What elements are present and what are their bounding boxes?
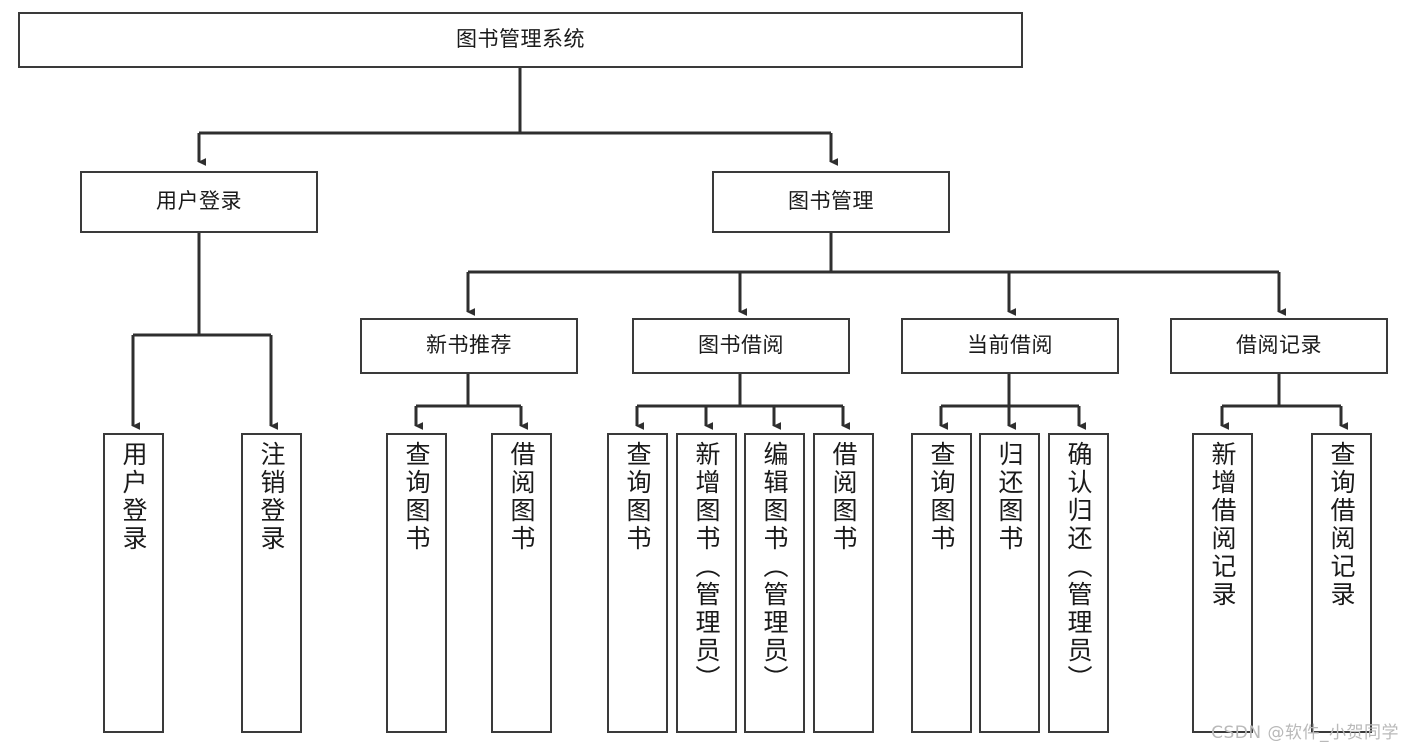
node-borrow-record[interactable]: 借阅记录 <box>1170 318 1388 374</box>
leaf-book-borrow-borrow[interactable]: 借阅图书 <box>813 433 874 733</box>
leaf-new-book-query[interactable]: 查询图书 <box>386 433 447 733</box>
leaf-label: 注销登录 <box>257 441 286 553</box>
leaf-label: 新增借阅记录 <box>1208 441 1237 609</box>
leaf-label: 借阅图书 <box>507 441 536 553</box>
csdn-watermark: CSDN @软件_小贺同学 <box>1211 723 1399 743</box>
leaf-current-borrow-confirm[interactable]: 确认归还（管理员） <box>1048 433 1109 733</box>
node-current-borrow-label: 当前借阅 <box>967 333 1053 358</box>
node-new-book-recommend-label: 新书推荐 <box>426 333 512 358</box>
node-book-borrow-label: 图书借阅 <box>698 333 784 358</box>
leaf-book-borrow-add[interactable]: 新增图书（管理员） <box>676 433 737 733</box>
leaf-label: 查询图书 <box>402 441 431 553</box>
leaf-label: 借阅图书 <box>829 441 858 553</box>
node-borrow-record-label: 借阅记录 <box>1236 333 1322 358</box>
node-book-management-label: 图书管理 <box>788 189 874 214</box>
leaf-borrow-record-query[interactable]: 查询借阅记录 <box>1311 433 1372 733</box>
leaf-label: 查询借阅记录 <box>1327 441 1356 609</box>
leaf-user-login-login[interactable]: 用户登录 <box>103 433 164 733</box>
node-book-borrow[interactable]: 图书借阅 <box>632 318 850 374</box>
node-user-login-label: 用户登录 <box>156 189 242 214</box>
leaf-borrow-record-add[interactable]: 新增借阅记录 <box>1192 433 1253 733</box>
leaf-label: 查询图书 <box>623 441 652 553</box>
node-current-borrow[interactable]: 当前借阅 <box>901 318 1119 374</box>
leaf-label: 查询图书 <box>927 441 956 553</box>
node-root[interactable]: 图书管理系统 <box>18 12 1023 68</box>
leaf-label: 确认归还（管理员） <box>1064 441 1093 693</box>
leaf-book-borrow-query[interactable]: 查询图书 <box>607 433 668 733</box>
node-new-book-recommend[interactable]: 新书推荐 <box>360 318 578 374</box>
leaf-label: 归还图书 <box>995 441 1024 553</box>
leaf-current-borrow-return[interactable]: 归还图书 <box>979 433 1040 733</box>
leaf-current-borrow-query[interactable]: 查询图书 <box>911 433 972 733</box>
leaf-new-book-borrow[interactable]: 借阅图书 <box>491 433 552 733</box>
node-user-login[interactable]: 用户登录 <box>80 171 318 233</box>
leaf-label: 编辑图书（管理员） <box>760 441 789 693</box>
node-root-label: 图书管理系统 <box>456 27 585 52</box>
leaf-label: 新增图书（管理员） <box>692 441 721 693</box>
leaf-book-borrow-edit[interactable]: 编辑图书（管理员） <box>744 433 805 733</box>
leaf-label: 用户登录 <box>119 441 148 553</box>
leaf-user-login-logout[interactable]: 注销登录 <box>241 433 302 733</box>
node-book-management[interactable]: 图书管理 <box>712 171 950 233</box>
